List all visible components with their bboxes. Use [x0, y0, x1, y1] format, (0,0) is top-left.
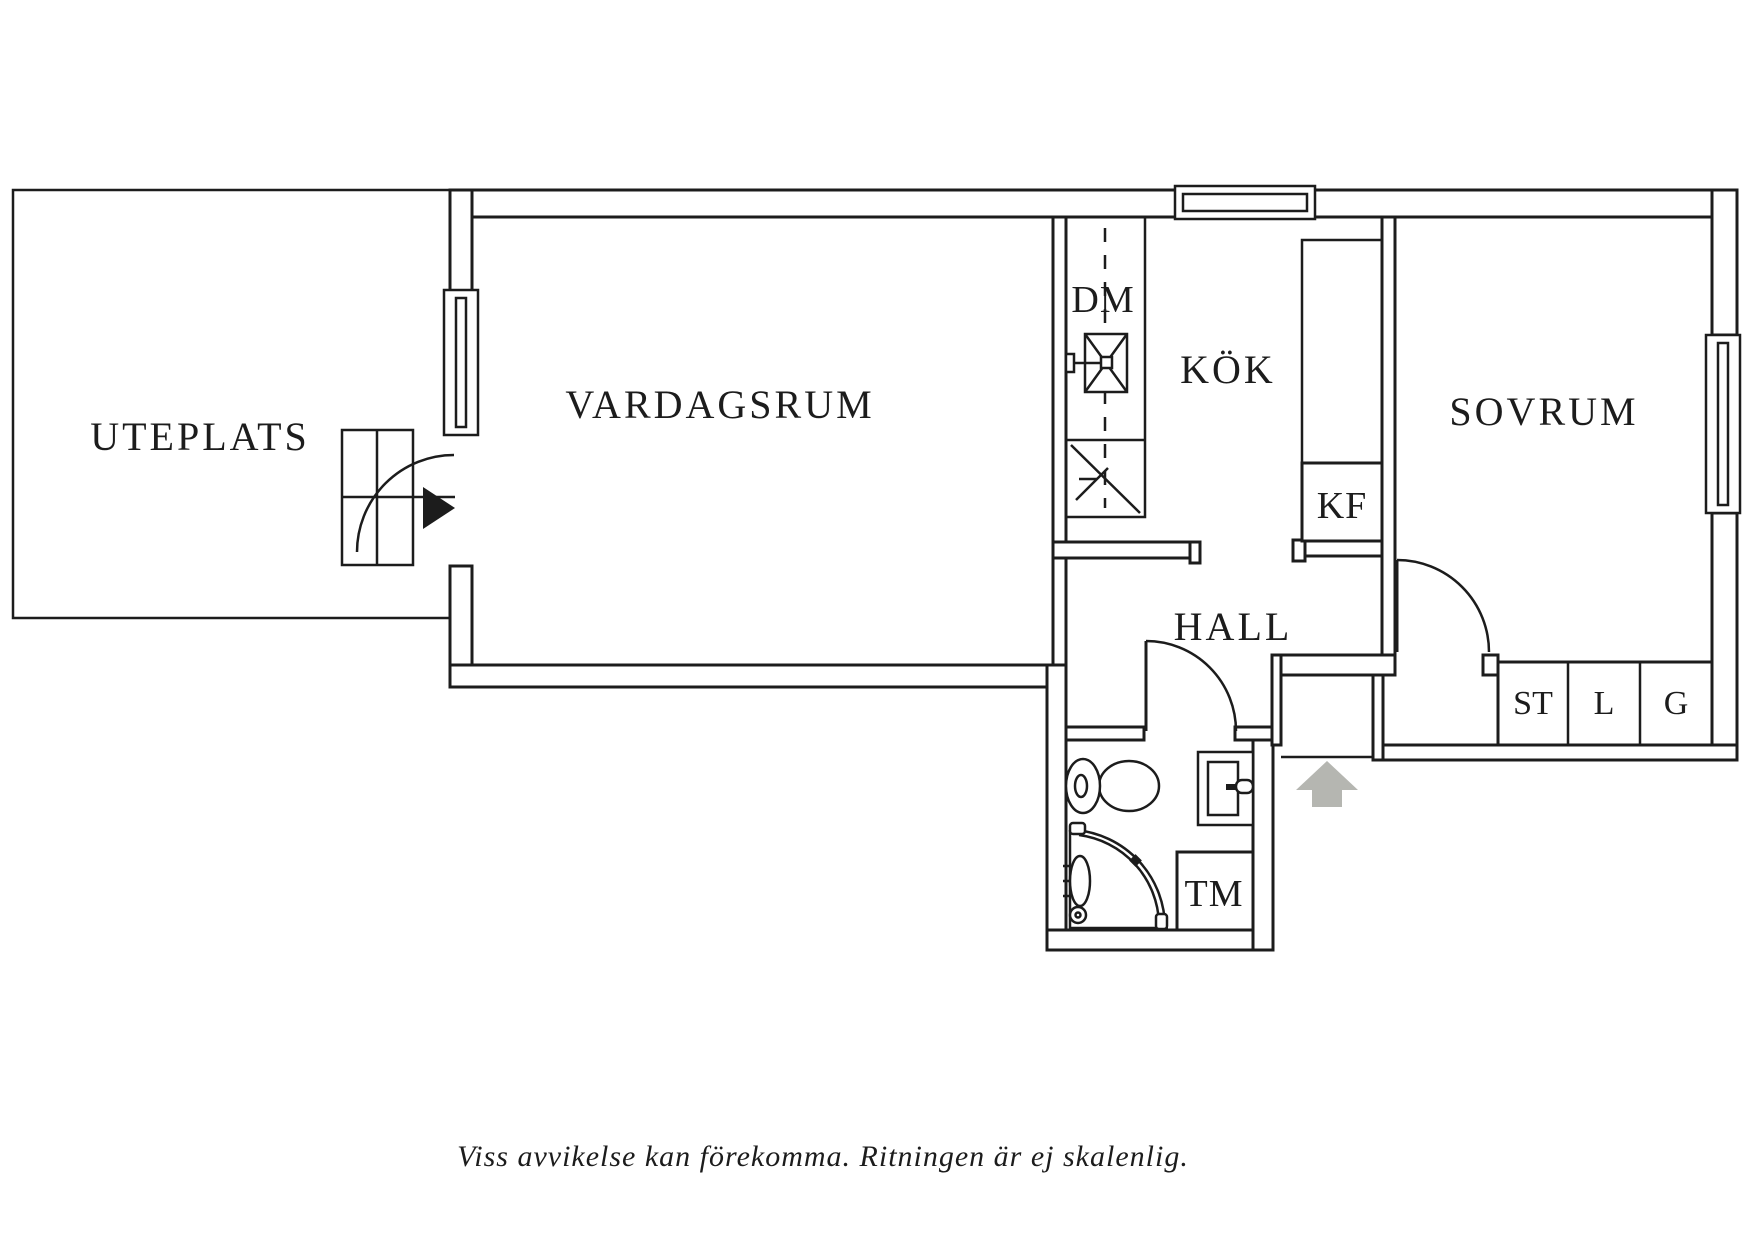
wall-bathroom-bottom [1045, 928, 1275, 952]
disclaimer-caption: Viss avvikelse kan förekomma. Ritningen … [457, 1140, 1189, 1173]
label-washing-machine: TM [1185, 873, 1244, 915]
washbasin-icon [1196, 750, 1255, 827]
stove-icon [1070, 444, 1141, 514]
wall-top [448, 188, 1739, 219]
windows [442, 184, 1742, 515]
label-closet-st: ST [1513, 685, 1553, 722]
bathroom-door [1144, 639, 1238, 732]
room-label-uteplats: UTEPLATS [90, 414, 310, 459]
room-label-kok: KÖK [1180, 347, 1276, 392]
window-icon-kitchen [1173, 184, 1317, 221]
wall-bathroom-left [1045, 663, 1068, 952]
wall-bottom-right [1376, 743, 1739, 762]
entrance [1281, 755, 1373, 807]
wall-left-upper [448, 188, 474, 298]
balcony-door-arrow-icon [423, 487, 455, 529]
fridge-freezer-cabinet [1300, 238, 1384, 543]
kitchen-counter [1064, 215, 1147, 519]
door-swing-icon-balcony [355, 453, 455, 553]
label-dishwasher: DM [1071, 279, 1134, 321]
entrance-jamb-left [1270, 653, 1283, 747]
door-swing-icon-bedroom [1396, 558, 1491, 653]
window-icon-livingroom [442, 288, 480, 437]
kitchen-doorjamb-left [1188, 540, 1202, 565]
wall-right-upper [1710, 188, 1739, 337]
bedroom-door [1395, 558, 1491, 653]
uteplats-outline [11, 188, 450, 620]
door-swing-icon-bathroom [1145, 639, 1238, 732]
wall-kitchen-bedroom [1380, 215, 1397, 657]
wall-bathroom-top-left [1064, 725, 1146, 742]
window-icon-bedroom [1704, 333, 1742, 515]
room-label-hall: HALL [1174, 604, 1293, 649]
toilet-icon [1064, 757, 1161, 815]
wall-hall-bedroom-right [1481, 653, 1500, 677]
kitchen-sink-icon [1064, 332, 1129, 394]
wall-livingroom-bottom [448, 663, 1052, 689]
closet-row [1496, 660, 1714, 747]
labels: UTEPLATS VARDAGSRUM KÖK SOVRUM HALL DM K… [90, 279, 1688, 1173]
shower-icon [1063, 821, 1169, 931]
washing-machine-box [1175, 850, 1255, 932]
room-label-sovrum: SOVRUM [1449, 389, 1638, 434]
kitchen-doorjamb-right [1291, 538, 1307, 563]
wall-kitchen-hall-left [1051, 540, 1202, 560]
wall-right-lower [1710, 511, 1739, 762]
balcony-door [340, 428, 455, 567]
label-closet-l: L [1594, 685, 1615, 722]
entry-arrow-icon [1296, 761, 1358, 807]
fridge-freezer-box [1300, 461, 1384, 543]
tall-cabinet [1300, 238, 1384, 465]
room-label-vardagsrum: VARDAGSRUM [565, 382, 874, 427]
label-closet-g: G [1664, 685, 1689, 722]
wall-livingroom-kitchen [1051, 215, 1068, 667]
wall-hall-bedroom-left [1279, 653, 1397, 677]
label-fridge-freezer: KF [1317, 485, 1368, 527]
wall-bathroom-right [1251, 725, 1275, 952]
entrance-jamb-right [1371, 673, 1385, 762]
interior-doors [1144, 558, 1491, 732]
